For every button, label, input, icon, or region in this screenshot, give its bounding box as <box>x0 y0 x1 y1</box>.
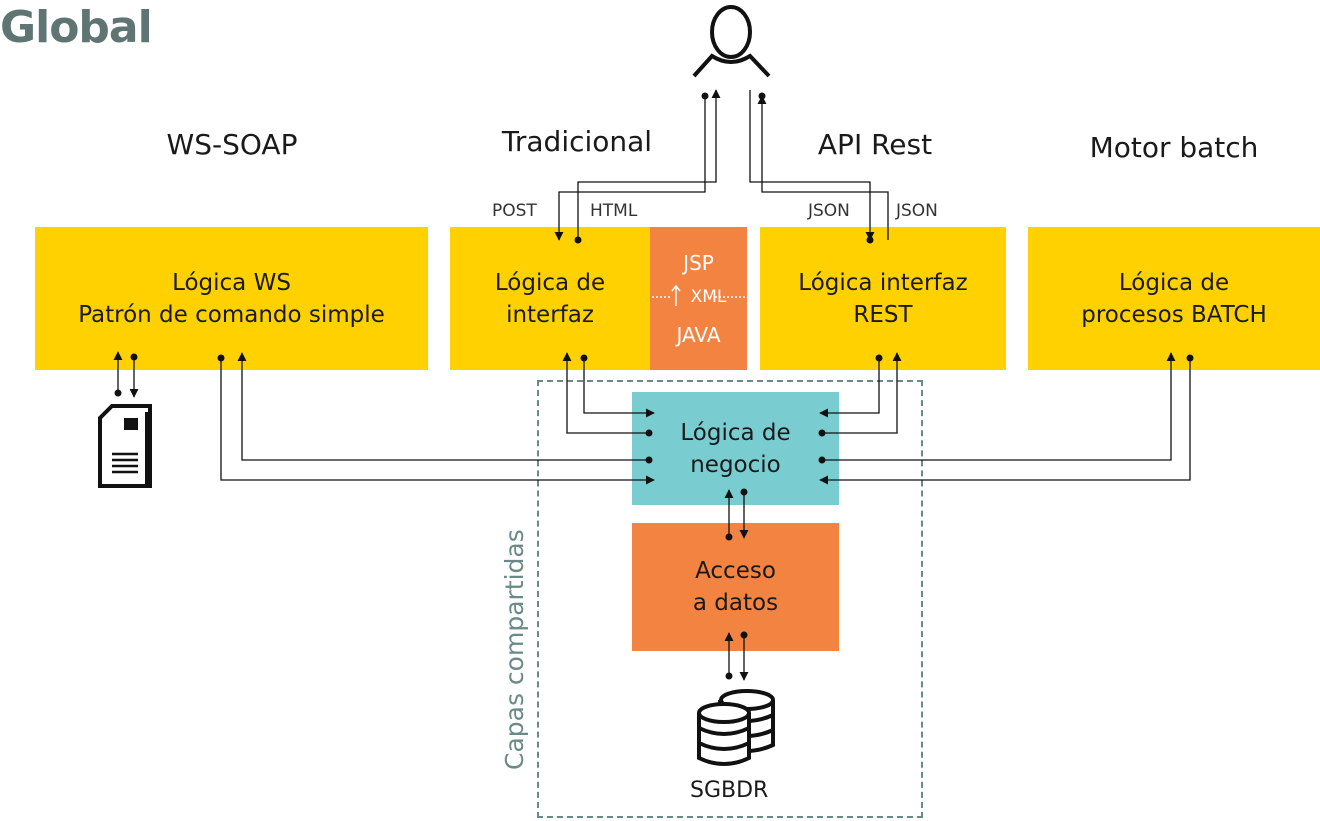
logica-rest-line2: REST <box>853 301 913 328</box>
database-label: SGBDR <box>690 778 769 803</box>
logica-interfaz-line2: interfaz <box>506 301 594 328</box>
connector-interfaz-negocio-a <box>562 352 649 434</box>
tech-box: JSP XML JAVA <box>650 227 747 370</box>
document-icon <box>98 404 152 488</box>
logica-batch-box: Lógica de procesos BATCH <box>1028 227 1320 370</box>
column-title-ws-soap: WS-SOAP <box>166 128 298 161</box>
connector-batch-negocio-a <box>822 352 1176 461</box>
label-html: HTML <box>590 201 638 221</box>
connector-html <box>577 89 721 240</box>
tech-jsp: JSP <box>683 251 714 275</box>
connector-post <box>554 96 706 241</box>
logica-ws-line1: Lógica WS <box>172 269 291 296</box>
logica-negocio-box: Lógica de negocio <box>632 392 839 505</box>
logica-batch-line2: procesos BATCH <box>1081 301 1267 328</box>
connector-rest-negocio-b <box>822 352 902 434</box>
logica-rest-line1: Lógica interfaz <box>798 269 968 296</box>
logica-interfaz-line1: Lógica de <box>494 269 606 296</box>
page-title: Global <box>0 2 153 53</box>
column-title-tradicional: Tradicional <box>501 125 653 158</box>
connector-json-right <box>757 95 889 240</box>
database-icon <box>697 689 775 766</box>
connector-batch-negocio-b <box>819 358 1191 485</box>
label-post: POST <box>492 201 537 221</box>
logica-ws-box: Lógica WS Patrón de comando simple <box>35 227 428 370</box>
connector-ws-negocio-a <box>237 352 649 461</box>
acceso-datos-box: Acceso a datos <box>632 523 839 651</box>
logica-ws-line2: Patrón de comando simple <box>78 301 385 328</box>
label-json-left: JSON <box>808 201 850 221</box>
logica-batch-line1: Lógica de <box>1118 269 1230 296</box>
connector-interfaz-negocio-b <box>583 358 655 418</box>
column-title-api-rest: API Rest <box>817 128 933 161</box>
connector-ws-negocio-b <box>220 358 655 485</box>
tech-java: JAVA <box>676 323 721 347</box>
logica-interfaz-box: Lógica de interfaz <box>450 227 650 370</box>
logica-negocio-line1: Lógica de <box>680 419 791 446</box>
shared-layers-frame <box>537 380 923 818</box>
connector-json-left <box>749 90 875 241</box>
logica-negocio-line2: negocio <box>690 451 781 478</box>
connector-rest-negocio-a <box>819 358 880 418</box>
user-icon <box>692 5 771 78</box>
column-title-motor-batch: Motor batch <box>1089 131 1259 164</box>
tech-xml: XML <box>690 287 727 307</box>
acceso-datos-line2: a datos <box>692 590 779 616</box>
acceso-datos-line1: Acceso <box>695 558 776 584</box>
label-json-right: JSON <box>896 201 938 221</box>
